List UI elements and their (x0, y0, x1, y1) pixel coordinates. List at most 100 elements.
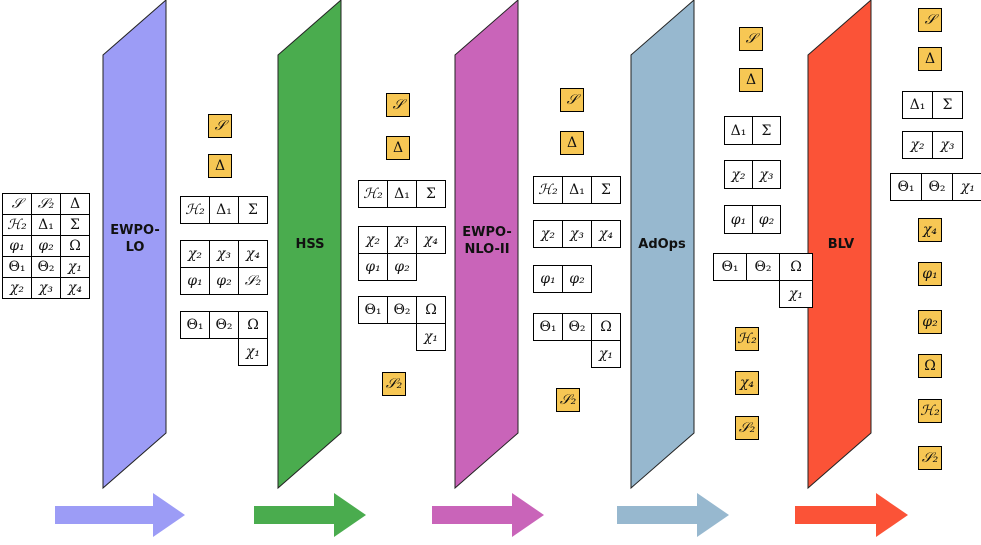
grid-cell: Θ₂ (31, 256, 61, 278)
grid-cell: Ω (60, 235, 90, 257)
grid-cell: ℋ₂ (2, 214, 32, 236)
grid-cell: φ₁ (724, 205, 753, 234)
grid-cell: 𝒮₂ (31, 193, 61, 215)
grid-cell: ℋ₂ (180, 196, 210, 224)
grid-cell: Δ₁ (562, 176, 592, 204)
grid-cell: φ₂ (562, 265, 592, 293)
stage-panel-adops (630, 0, 695, 490)
grid-cell: χ₂ (358, 226, 388, 254)
flow-arrow-hss (254, 493, 366, 537)
grid-cell: 𝒮₂ (238, 267, 268, 295)
grid-cell: χ₃ (31, 277, 61, 299)
grid-cell: χ₂ (2, 277, 32, 299)
highlighted-symbol: φ₁ (918, 262, 942, 286)
highlighted-symbol: φ₂ (918, 310, 942, 334)
stage-label-blv: BLV (828, 237, 854, 252)
flow-arrow-ewpo-lo (55, 493, 185, 537)
grid-cell: Θ₁ (890, 173, 922, 201)
flow-arrow-adops (617, 493, 729, 537)
grid-cell: Ω (779, 253, 813, 281)
grid-cell: φ₁ (358, 253, 388, 281)
stage-label-line: LO (126, 240, 145, 255)
highlighted-symbol: 𝒮 (208, 114, 232, 138)
flow-arrow-blv (795, 493, 908, 537)
grid-cell: Θ₂ (562, 313, 592, 341)
stage-panel-ewpo-lo (102, 0, 167, 490)
grid-cell: Δ (60, 193, 90, 215)
highlighted-symbol: Ω (918, 354, 942, 378)
grid-cell: χ₂ (180, 240, 210, 268)
stage-hss: HSS (254, 0, 366, 537)
grid-cell: Θ₂ (921, 173, 953, 201)
grid-cell: Ω (416, 296, 446, 324)
grid-cell: Δ₁ (724, 116, 753, 145)
grid-cell: φ₂ (31, 235, 61, 257)
highlighted-symbol: 𝒮 (386, 93, 410, 117)
grid-cell: Σ (416, 180, 446, 208)
stage-label-line: HSS (295, 237, 324, 252)
highlighted-symbol: 𝒮₂ (918, 446, 942, 470)
grid-cell: φ₂ (752, 205, 781, 234)
grid-cell: χ₁ (779, 280, 813, 308)
highlighted-symbol: 𝒮₂ (382, 372, 406, 396)
grid-cell: φ₁ (180, 267, 210, 295)
grid-cell: Σ (752, 116, 781, 145)
grid-cell: χ₁ (591, 340, 621, 368)
grid-cell: χ₂ (902, 131, 933, 159)
highlighted-symbol: Δ (918, 47, 942, 71)
stage-label-line: BLV (828, 237, 854, 252)
grid-cell: Ω (238, 311, 268, 339)
grid-cell: Ω (591, 313, 621, 341)
grid-cell: χ₁ (952, 173, 981, 201)
grid-cell: χ₂ (724, 160, 753, 189)
highlighted-symbol: 𝒮 (560, 88, 584, 112)
highlighted-symbol: Δ (208, 154, 232, 178)
grid-cell: χ₁ (416, 323, 446, 351)
grid-cell: Σ (591, 176, 621, 204)
stage-label-hss: HSS (295, 237, 324, 252)
highlighted-symbol: Δ (560, 131, 584, 155)
grid-cell: φ₂ (209, 267, 239, 295)
grid-cell: Δ₁ (902, 91, 933, 119)
stage-label-ewpo-lo: EWPO-LO (110, 223, 159, 255)
grid-cell: χ₁ (60, 256, 90, 278)
grid-cell: Σ (60, 214, 90, 236)
highlighted-symbol: ℋ₂ (735, 327, 759, 351)
highlighted-symbol: 𝒮₂ (735, 416, 759, 440)
grid-cell: χ₄ (416, 226, 446, 254)
grid-cell: φ₂ (387, 253, 417, 281)
highlighted-symbol: 𝒮 (918, 8, 942, 32)
highlighted-symbol: χ₄ (735, 371, 759, 395)
highlighted-symbol: ℋ₂ (918, 399, 942, 423)
grid-cell: Σ (932, 91, 963, 119)
highlighted-symbol: 𝒮₂ (556, 388, 580, 412)
grid-cell: Θ₁ (180, 311, 210, 339)
grid-cell: 𝒮 (2, 193, 32, 215)
stage-panel-blv (807, 0, 872, 490)
grid-cell: χ₄ (60, 277, 90, 299)
grid-cell: Θ₂ (387, 296, 417, 324)
grid-cell: Θ₂ (746, 253, 780, 281)
grid-cell: χ₃ (209, 240, 239, 268)
stage-label-line: EWPO- (462, 225, 511, 240)
flow-arrow-ewpo-nlo-ii (432, 493, 544, 537)
stage-label-ewpo-nlo-ii: EWPO-NLO-II (462, 225, 511, 257)
grid-cell: Θ₁ (713, 253, 747, 281)
stage-panel-hss (277, 0, 342, 490)
grid-cell: φ₁ (2, 235, 32, 257)
grid-cell: χ₃ (562, 220, 592, 248)
grid-cell: Θ₂ (209, 311, 239, 339)
stage-label-adops: AdOps (638, 237, 686, 252)
grid-cell: χ₃ (752, 160, 781, 189)
grid-cell: φ₁ (533, 265, 563, 293)
grid-cell: χ₃ (932, 131, 963, 159)
grid-cell: Θ₁ (533, 313, 563, 341)
highlighted-symbol: Δ (739, 68, 763, 92)
stage-ewpo-lo: EWPO-LO (55, 0, 185, 537)
grid-cell: Δ₁ (31, 214, 61, 236)
highlighted-symbol: χ₄ (918, 218, 942, 242)
grid-cell: χ₄ (238, 240, 268, 268)
